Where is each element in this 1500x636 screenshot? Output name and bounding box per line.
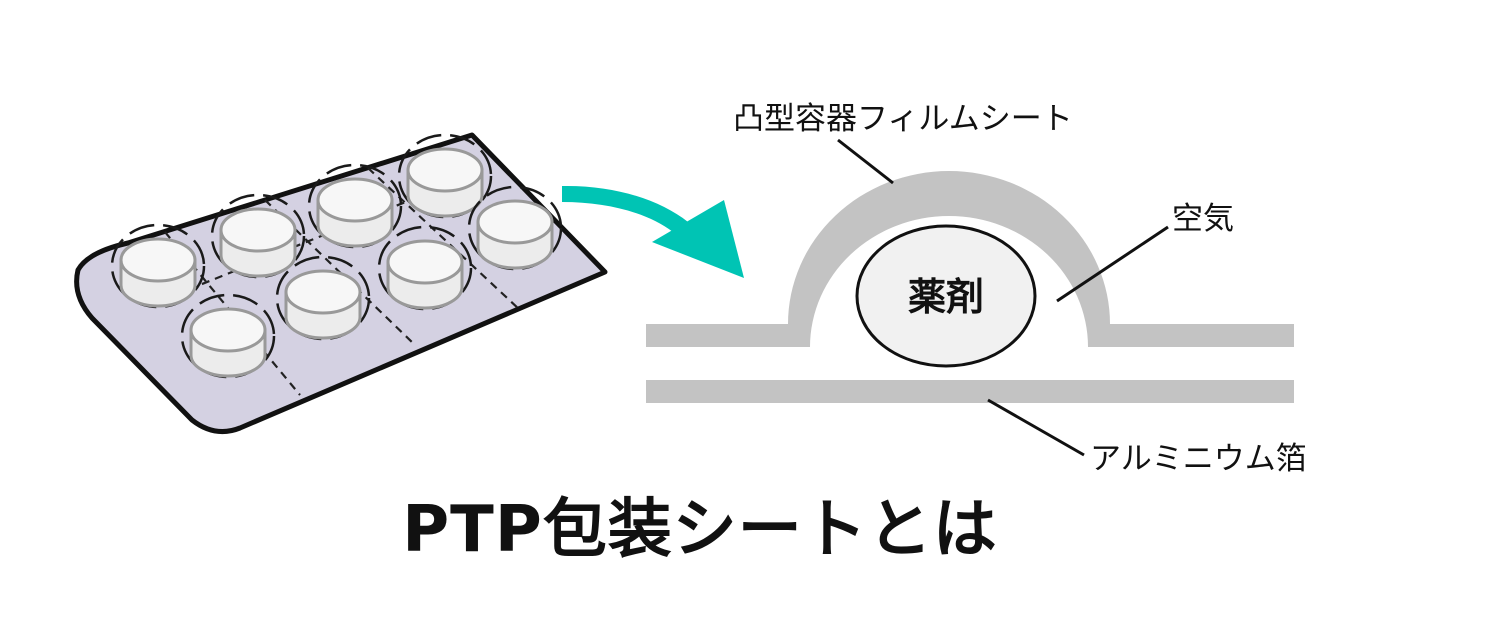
pill [397, 133, 493, 219]
pill [210, 193, 306, 279]
drug-ellipse [855, 224, 1037, 368]
pill [467, 185, 563, 271]
leader-lines [837, 138, 1169, 457]
pill [377, 225, 473, 311]
air-label: 空気 [1172, 201, 1234, 237]
dome-film-sheet [646, 171, 1294, 347]
pill [180, 293, 276, 379]
dome-film-label: 凸型容器フィルムシート [733, 101, 1073, 137]
pill [307, 163, 403, 249]
arrow-body [562, 185, 688, 232]
blister-pills [110, 133, 563, 379]
pill [275, 255, 371, 341]
cross-section: 薬剤 凸型容器フィルムシート 空気 アルミニウム箔 [646, 101, 1307, 477]
pill [110, 223, 206, 309]
drug-label: 薬剤 [908, 275, 984, 319]
blister-pack-icon [74, 132, 608, 435]
aluminum-foil-sheet [646, 380, 1294, 403]
aluminum-foil-label: アルミニウム箔 [1090, 441, 1307, 477]
page-title: PTP包装シートとは [402, 493, 998, 567]
arrow-head [652, 200, 744, 278]
curved-arrow-icon [562, 185, 744, 278]
